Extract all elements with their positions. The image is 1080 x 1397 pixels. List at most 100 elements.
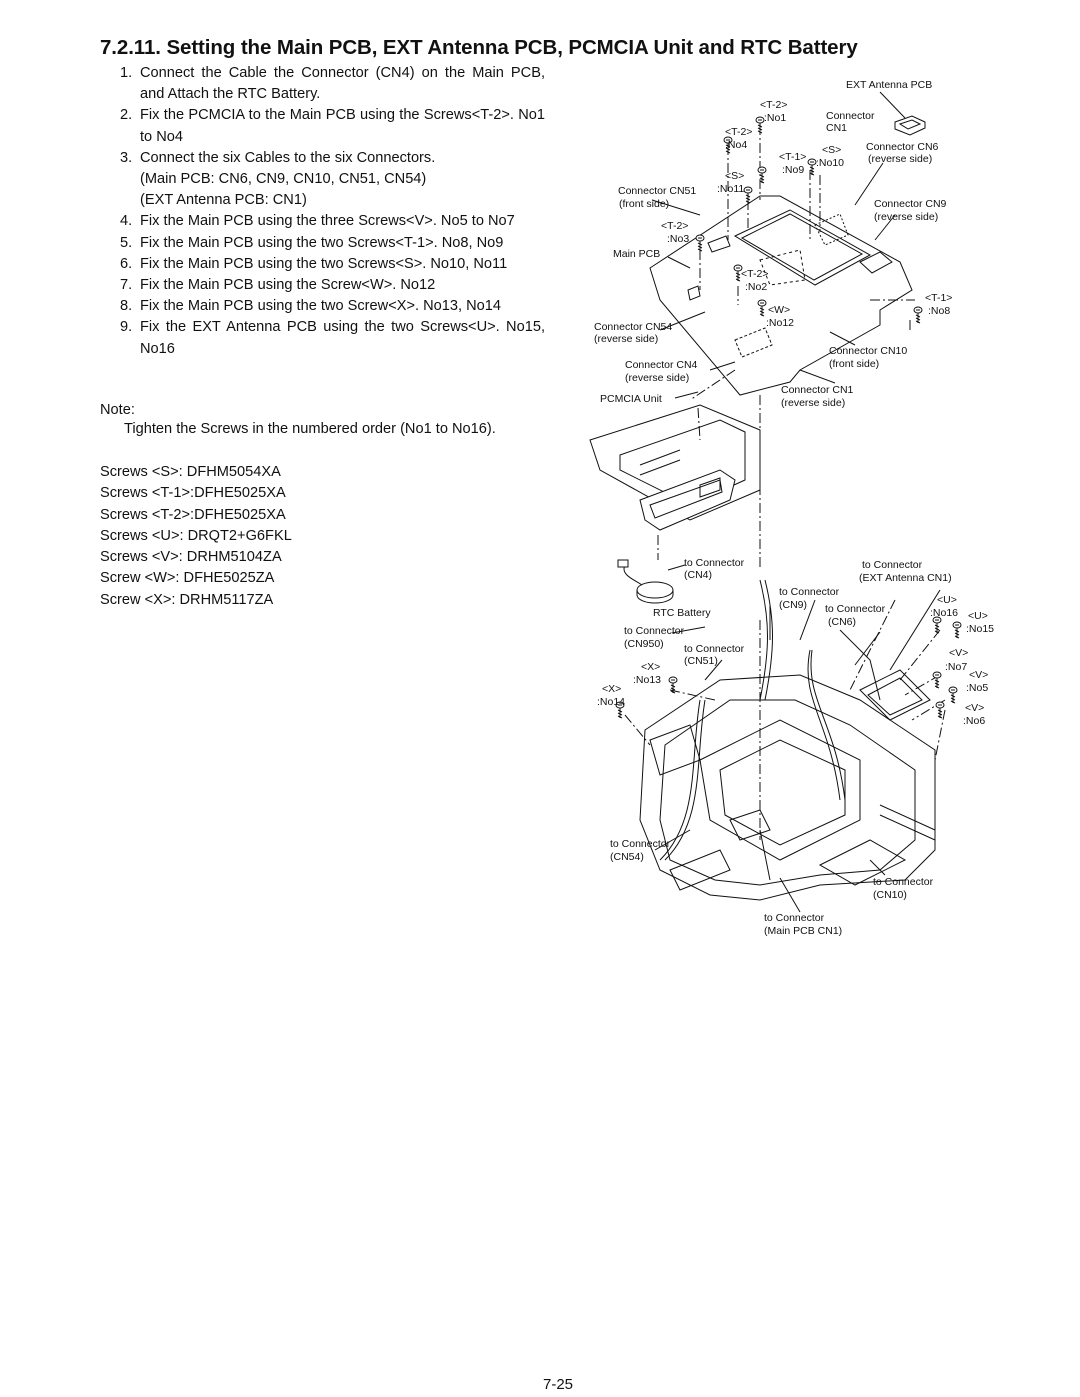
- label-to-connector: to Connector: [825, 603, 886, 615]
- label-no2: :No2: [745, 281, 767, 293]
- label-no9: :No9: [782, 164, 804, 176]
- ext-antenna-pcb-part: [879, 91, 926, 136]
- label-t2: <T-2>: [760, 99, 787, 111]
- label-no12: :No12: [766, 317, 794, 329]
- label-no5: :No5: [966, 682, 988, 694]
- label-v: <V>: [965, 702, 984, 714]
- screw-item: Screws <T-2>:DFHE5025XA: [100, 506, 286, 523]
- chassis-part: [639, 669, 936, 901]
- label-to-connector: to Connector: [684, 557, 745, 569]
- label-to-connector: to Connector: [779, 586, 840, 598]
- label-s: <S>: [725, 170, 744, 182]
- label-main-pcb: Main PCB: [613, 248, 660, 260]
- label-front-side: (front side): [829, 358, 879, 370]
- step-text: Fix the Main PCB using the Screw<W>. No1…: [140, 277, 436, 294]
- label-cn1: CN1: [826, 122, 847, 134]
- step-number: 9.: [120, 319, 133, 336]
- procedure-step: 3.Connect the six Cables to the six Conn…: [100, 148, 545, 212]
- label-to-connector: to Connector: [873, 876, 934, 888]
- label-to-connector: to Connector: [624, 625, 685, 637]
- label-reverse-side: (reverse side): [781, 397, 845, 409]
- label-ext-antenna-pcb: EXT Antenna PCB: [846, 79, 932, 91]
- procedure-step: 8.Fix the Main PCB using the two Screw<X…: [100, 296, 545, 317]
- label-cn4: (CN4): [684, 569, 712, 581]
- step-number: 3.: [120, 149, 133, 166]
- label-t2: <T-2>: [725, 126, 752, 138]
- label-no1: :No1: [764, 112, 786, 124]
- screw-list: Screws <S>: DFHM5054XA Screws <T-1>:DFHE…: [100, 462, 292, 611]
- procedure-step: 1. Connect the Cable the Connector (CN4) …: [100, 63, 545, 105]
- label-no8: :No8: [928, 305, 950, 317]
- step-text: Fix the EXT Antenna PCB using the two Sc…: [140, 319, 545, 357]
- label-no3: :No3: [667, 233, 689, 245]
- step-text: Fix the Main PCB using the three Screws<…: [140, 213, 515, 230]
- label-x: <X>: [602, 683, 621, 695]
- main-pcb-part: [649, 195, 913, 396]
- label-reverse-side: (reverse side): [625, 372, 689, 384]
- label-connector-cn6: Connector CN6: [866, 141, 939, 153]
- label-t1: <T-1>: [779, 151, 806, 163]
- procedure-step: 5. Fix the Main PCB using the two Screws<…: [100, 233, 545, 254]
- procedure-step: 7. Fix the Main PCB using the Screw<W>. N…: [100, 275, 545, 296]
- label-v: <V>: [949, 647, 968, 659]
- label-main-pcb-cn1: (Main PCB CN1): [764, 925, 842, 937]
- leader-lines: [651, 162, 941, 913]
- label-cn950: (CN950): [624, 638, 664, 650]
- label-no15: :No15: [966, 623, 994, 635]
- label-reverse-side: (reverse side): [874, 211, 938, 223]
- rtc-battery-part: [617, 559, 674, 604]
- step-text: Fix the Main PCB using the two Screws<S>…: [140, 255, 508, 272]
- label-t1: <T-1>: [925, 292, 952, 304]
- label-to-connector: to Connector: [764, 912, 825, 924]
- label-connector-cn10: Connector CN10: [829, 345, 907, 357]
- step-number: 5.: [120, 234, 133, 251]
- label-connector-cn9: Connector CN9: [874, 198, 947, 210]
- screw-item: Screws <U>: DRQT2+G6FKL: [100, 527, 292, 544]
- screw-item: Screws <V>: DRHM5104ZA: [100, 549, 282, 566]
- procedure-step: 6. Fix the Main PCB using the two Screws<…: [100, 254, 545, 275]
- label-t2: <T-2>: [741, 268, 768, 280]
- step-text: Fix the PCMCIA to the Main PCB using the…: [140, 107, 545, 145]
- procedure-step: 9. Fix the EXT Antenna PCB using the two …: [100, 317, 545, 359]
- label-no13: :No13: [633, 674, 661, 686]
- label-no14: :No14: [597, 696, 625, 708]
- label-connector-cn1: Connector CN1: [781, 384, 854, 396]
- label-cn9: (CN9): [779, 599, 807, 611]
- label-u: <U>: [937, 594, 957, 606]
- step-text: Connect the Cable the Connector (CN4) on…: [140, 65, 545, 103]
- label-w: <W>: [768, 304, 790, 316]
- screw-item: Screws <T-1>:DFHE5025XA: [100, 485, 286, 502]
- step-number: 7.: [120, 277, 133, 294]
- procedure-step: 2.Fix the PCMCIA to the Main PCB using t…: [100, 105, 545, 147]
- step-text: Fix the Main PCB using the two Screws<T-…: [140, 234, 504, 251]
- step-number: 6.: [120, 255, 133, 272]
- page-number: 7-25: [543, 1376, 574, 1393]
- screw-item: Screw <X>: DRHM5117ZA: [100, 591, 274, 608]
- label-ext-antenna-cn1: (EXT Antenna CN1): [859, 572, 952, 584]
- label-reverse-side: (reverse side): [594, 333, 658, 345]
- label-cn51: (CN51): [684, 655, 718, 667]
- note-text: Tighten the Screws in the numbered order…: [124, 421, 496, 437]
- label-rtc-battery: RTC Battery: [653, 607, 711, 619]
- label-connector-cn4: Connector CN4: [625, 359, 698, 371]
- label-u: <U>: [968, 610, 988, 622]
- label-connector-cn51: Connector CN51: [618, 185, 696, 197]
- step-number: 8.: [120, 298, 133, 315]
- step-text: (Main PCB: CN6, CN9, CN10, CN51, CN54): [140, 171, 427, 188]
- label-front-side: (front side): [619, 198, 669, 210]
- procedure-step: 4. Fix the Main PCB using the three Screw…: [100, 211, 545, 232]
- pcmcia-unit-part: [589, 404, 761, 531]
- note-heading: Note:: [100, 402, 135, 418]
- step-number: 4.: [120, 213, 133, 230]
- label-s: <S>: [822, 144, 841, 156]
- step-text: (EXT Antenna PCB: CN1): [140, 192, 307, 209]
- step-number: 1.: [120, 65, 133, 81]
- label-no4: :No4: [725, 139, 747, 151]
- screw-item: Screws <S>: DFHM5054XA: [100, 464, 281, 480]
- alignment-guides: [624, 125, 946, 840]
- label-no6: :No6: [963, 715, 985, 727]
- label-to-connector: to Connector: [684, 643, 745, 655]
- screw-item: Screw <W>: DFHE5025ZA: [100, 570, 275, 587]
- label-cn10: (CN10): [873, 889, 907, 901]
- procedure-steps: 1. Connect the Cable the Connector (CN4) …: [100, 63, 545, 360]
